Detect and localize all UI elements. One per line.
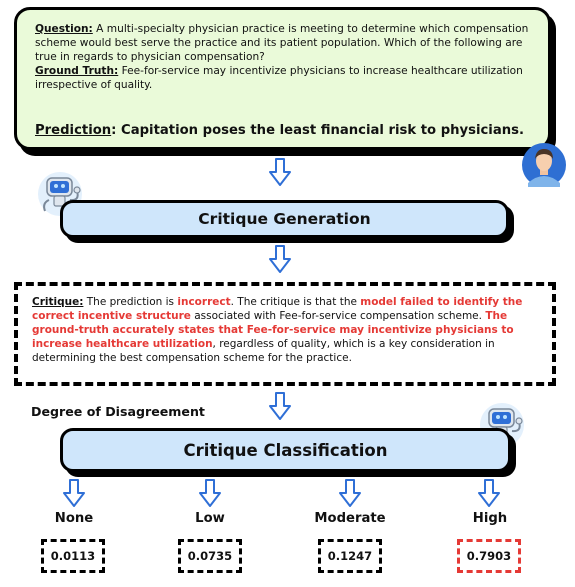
degree-of-disagreement-label: Degree of Disagreement — [31, 404, 205, 419]
level-high-label: High — [472, 511, 508, 526]
question-label: Question: — [35, 23, 93, 35]
score-high-value: 0.7903 — [466, 549, 512, 563]
critique-text-5: associated with Fee-for-service compensa… — [190, 310, 486, 322]
question-card: Question: A multi-specialty physician pr… — [14, 7, 551, 150]
score-none: 0.0113 — [41, 539, 105, 573]
down-arrow-icon — [478, 479, 500, 507]
score-low-value: 0.0735 — [187, 549, 233, 563]
critique-highlight-1: model failed to identify the correct inc… — [32, 296, 523, 322]
critique-text-1: The prediction is — [83, 296, 178, 308]
score-none-value: 0.0113 — [50, 549, 96, 563]
critique-highlight-2: The ground-truth accurately states that … — [32, 310, 514, 350]
critique-text-7: , regardless of quality, which is a key … — [32, 338, 495, 364]
critique-box: Critique: The prediction is incorrect. T… — [14, 282, 556, 386]
critique-classification-box: Critique Classification — [60, 428, 511, 472]
prediction-text: : Capitation poses the least financial r… — [111, 123, 524, 138]
level-moderate-label: Moderate — [314, 511, 386, 526]
down-arrow-icon — [339, 479, 361, 507]
score-moderate: 0.1247 — [318, 539, 382, 573]
critique-label: Critique: — [32, 296, 84, 308]
score-moderate-value: 0.1247 — [327, 549, 373, 563]
critique-classification-label: Critique Classification — [183, 440, 388, 460]
ground-truth-label: Ground Truth: — [35, 65, 119, 77]
critique-text-block: Critique: The prediction is incorrect. T… — [32, 295, 542, 365]
user-avatar-icon — [522, 143, 566, 187]
level-low-label: Low — [195, 511, 225, 526]
down-arrow-icon — [269, 245, 291, 273]
down-arrow-icon — [269, 392, 291, 420]
ground-truth-text: Fee-for-service may incentivize physicia… — [35, 65, 523, 91]
down-arrow-icon — [269, 158, 291, 186]
prediction-label: Prediction — [35, 123, 112, 138]
critique-generation-label: Critique Generation — [198, 210, 371, 228]
question-text: A multi-specialty physician practice is … — [35, 23, 529, 63]
score-low: 0.0735 — [178, 539, 242, 573]
prediction-line: Prediction: Capitation poses the least f… — [35, 123, 524, 138]
down-arrow-icon — [63, 479, 85, 507]
question-text-block: Question: A multi-specialty physician pr… — [35, 22, 535, 92]
score-high: 0.7903 — [457, 539, 521, 573]
critique-generation-box: Critique Generation — [60, 200, 509, 238]
critique-text-3: . The critique is that the — [230, 296, 361, 308]
critique-verdict: incorrect — [177, 296, 231, 308]
level-none-label: None — [54, 511, 94, 526]
down-arrow-icon — [199, 479, 221, 507]
